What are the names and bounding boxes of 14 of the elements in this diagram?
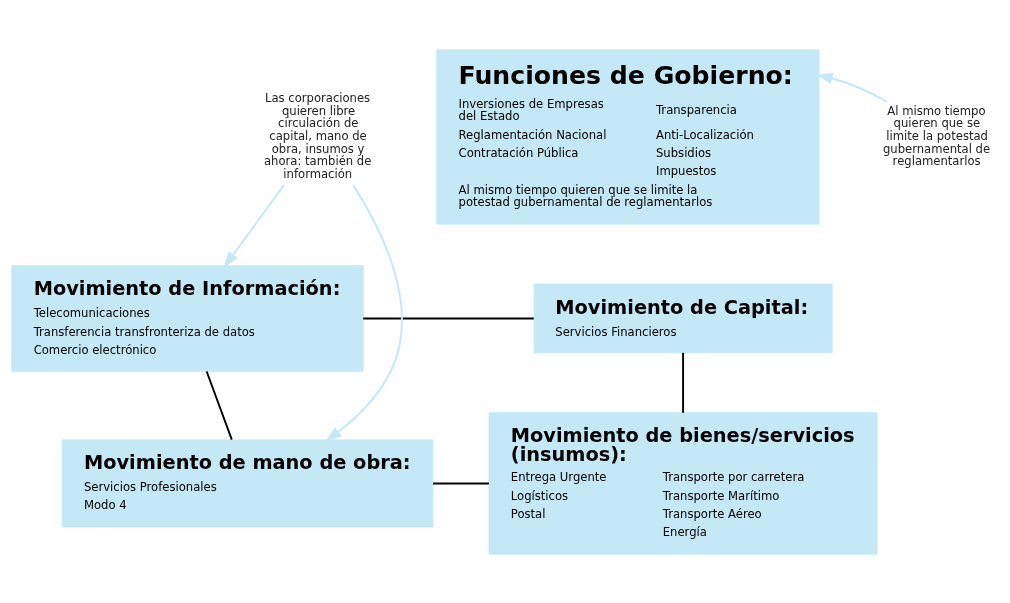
node-box: Movimiento de bienes/servicios (insumos): Entrega Urgente Transporte por carretera Logísticos Transporte Marítimo Postal Transporte Aéreo Energía bbox=[488, 411, 878, 555]
arrow bbox=[325, 183, 403, 442]
connector bbox=[432, 482, 490, 484]
node-text: Las corporaciones quieren libre circulación de capital, mano de obra, insumos y ahora: también de información bbox=[264, 90, 372, 181]
connector bbox=[205, 370, 233, 441]
node-box: Movimiento de Capital: Servicios Financieros bbox=[533, 283, 833, 353]
node-box: Movimiento de mano de obra: Servicios Profesionales Modo 4 bbox=[61, 438, 434, 527]
connector bbox=[362, 316, 535, 319]
node-box: Funciones de Gobierno: Inversiones de Empresas del Estado Transparencia Reglamentación Nacional Anti-Localización Contratación Pública Subsidios Impuestos Al mismo tiempo quieren que se limite la potestad gubernamental de reglamentarlos bbox=[436, 48, 820, 225]
node-text: Al mismo tiempo quieren que se limite la potestad gubernamental de reglamentarlos bbox=[882, 103, 991, 168]
arrow bbox=[816, 72, 888, 102]
arrow bbox=[223, 183, 285, 268]
connector bbox=[682, 351, 685, 414]
node-box: Movimiento de Información: Telecomunicaciones Transferencia transfronteriza de datos Comercio electrónico bbox=[11, 264, 364, 372]
